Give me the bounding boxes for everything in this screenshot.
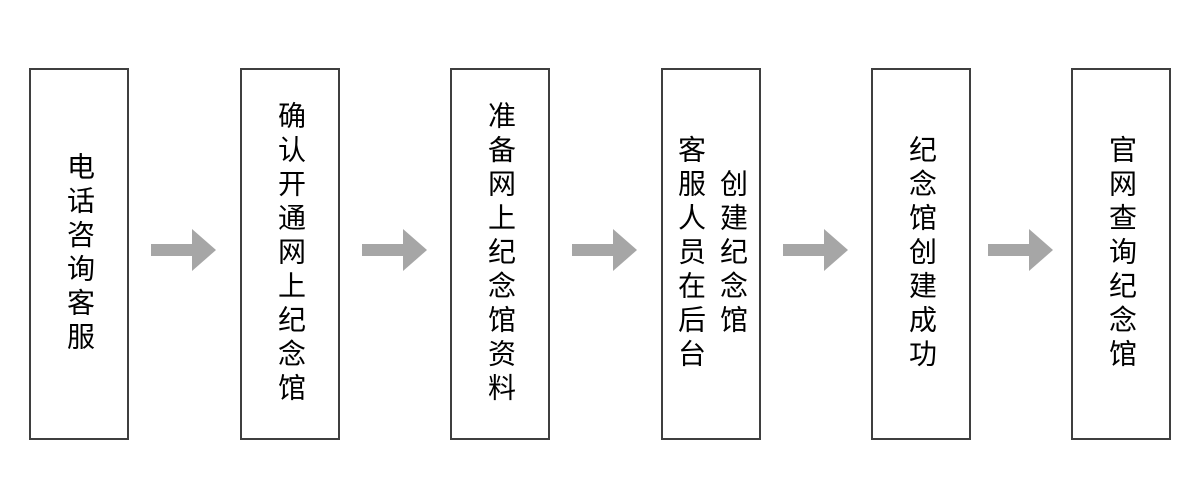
flow-step-query-website: 官网查询纪念馆 <box>1071 68 1171 440</box>
arrow-right-icon <box>988 229 1053 271</box>
arrow-right-icon <box>151 229 216 271</box>
flow-step-prepare-materials: 准备网上纪念馆资料 <box>450 68 550 440</box>
flow-step-label: 客服人员在后台 创建纪念馆 <box>675 135 748 373</box>
flow-step-confirm-open: 确认开通网上纪念馆 <box>240 68 340 440</box>
flow-step-staff-create: 客服人员在后台 创建纪念馆 <box>661 68 761 440</box>
flow-step-phone-consult: 电话咨询客服 <box>29 68 129 440</box>
flow-step-label: 纪念馆创建成功 <box>906 135 937 373</box>
flow-step-label: 官网查询纪念馆 <box>1106 135 1137 373</box>
arrow-right-icon <box>362 229 427 271</box>
flow-step-label: 电话咨询客服 <box>64 152 95 356</box>
flow-step-label: 确认开通网上纪念馆 <box>275 101 306 407</box>
arrow-right-icon <box>783 229 848 271</box>
flow-step-label: 准备网上纪念馆资料 <box>485 101 516 407</box>
arrow-right-icon <box>572 229 637 271</box>
flow-step-create-success: 纪念馆创建成功 <box>871 68 971 440</box>
